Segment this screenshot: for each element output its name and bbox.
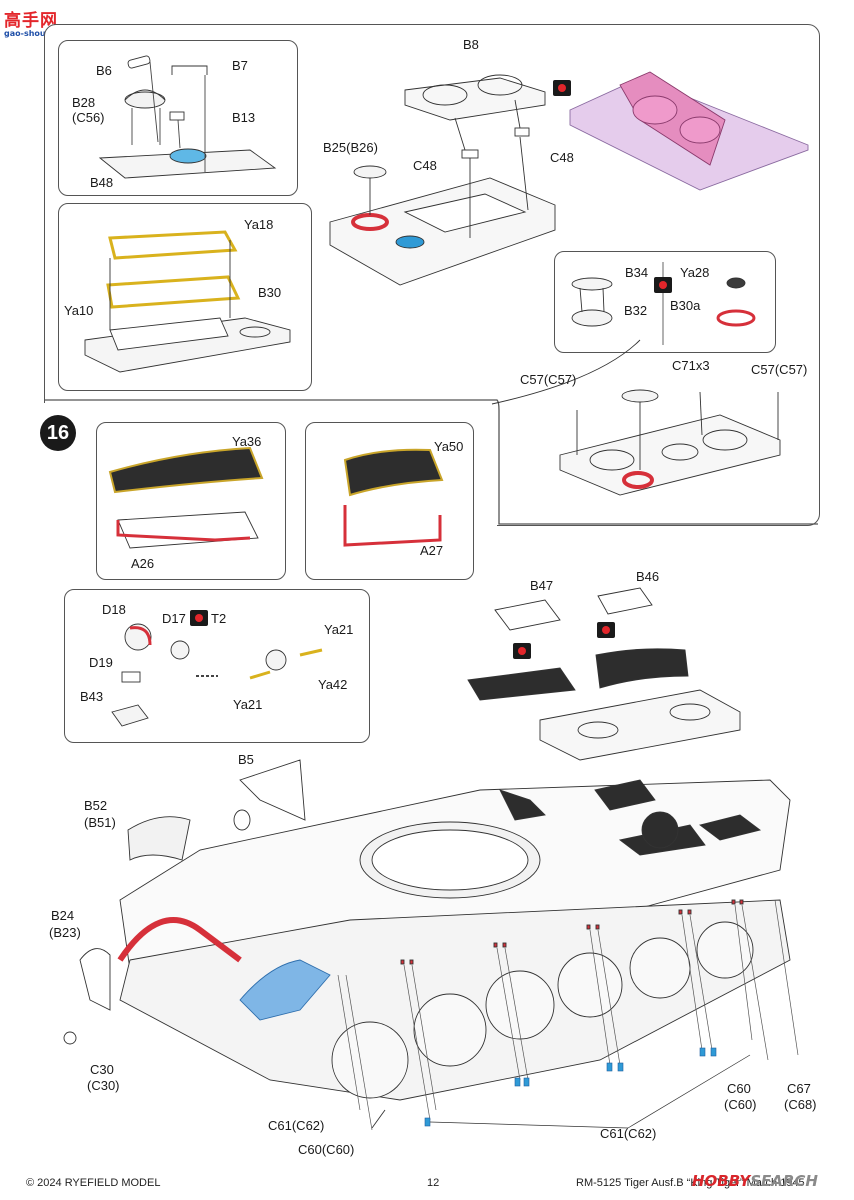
label-b32: B32: [624, 303, 648, 318]
label-b30a: B30a: [670, 298, 701, 313]
tank-hull: [63, 759, 791, 1101]
vent-deck: [491, 339, 781, 496]
label-b30: B30: [258, 285, 282, 300]
label-d19: D19: [89, 655, 113, 670]
mesh-ya50: [343, 448, 444, 547]
label-b34: B34: [625, 265, 649, 280]
label-t2: T2: [211, 611, 227, 626]
footer-copyright: © 2024 RYEFIELD MODEL: [26, 1177, 161, 1189]
hobbysearch-brand-2: SEARCH: [750, 1172, 818, 1190]
label-c68: (C68): [784, 1097, 817, 1112]
engine-deck: [329, 74, 556, 286]
watermark-logo: 高手网 gao-shou.com: [4, 6, 67, 38]
label-b28: B28: [72, 95, 96, 110]
label-ya10: Ya10: [64, 303, 94, 318]
panel-vent-b34: [554, 251, 776, 353]
label-c60b: C60: [727, 1081, 751, 1096]
label-ya21a: Ya21: [324, 622, 354, 637]
pink-preview-part: [569, 71, 809, 191]
label-b52: B52: [84, 798, 108, 813]
label-c60a: C60(C60): [298, 1142, 355, 1157]
watermark-url: gao-shou.com: [4, 29, 68, 38]
label-b25: B25(B26): [323, 140, 378, 155]
panel-light-d18: [64, 589, 370, 743]
label-c61b: C61(C62): [600, 1126, 657, 1141]
mesh-ya36: [108, 446, 264, 549]
label-ya36: Ya36: [232, 434, 262, 449]
panel-mesh-ya36: [96, 422, 286, 580]
hobbysearch-brand-1: HOBBY: [692, 1172, 751, 1190]
clamp-parts: [424, 1047, 717, 1127]
label-ya50: Ya50: [434, 439, 464, 454]
step-number-badge: 16: [40, 415, 76, 451]
watermark-title: 高手网: [4, 11, 58, 31]
panel-mesh-ya50: [305, 422, 474, 580]
label-c57b: C57(C57): [751, 362, 808, 377]
grill-ya18: [84, 230, 291, 373]
label-ya18: Ya18: [244, 217, 274, 232]
direction-icon: [513, 643, 531, 659]
label-c48a: C48: [413, 158, 437, 173]
label-c71: C71x3: [672, 358, 710, 373]
label-a26: A26: [131, 556, 155, 571]
label-d17: D17: [162, 611, 186, 626]
headlight-parts: [111, 623, 323, 727]
label-c30: C30: [90, 1062, 114, 1077]
label-b5: B5: [238, 752, 254, 767]
footer-product: RM-5125 Tiger Ausf.B “King Tiger” March …: [576, 1177, 805, 1189]
label-b7: B7: [232, 58, 248, 73]
label-d18: D18: [102, 602, 126, 617]
label-b6: B6: [96, 63, 112, 78]
label-b43: B43: [80, 689, 104, 704]
label-c67: C67: [787, 1081, 811, 1096]
label-b46: B46: [636, 569, 660, 584]
label-b8: B8: [463, 37, 479, 52]
label-a27: A27: [420, 543, 444, 558]
label-b23: (B23): [49, 925, 81, 940]
label-b13: B13: [232, 110, 256, 125]
deck-mesh-panels: [467, 587, 741, 761]
reverse-side-icon: [190, 610, 208, 626]
footer-page-number: 12: [427, 1177, 440, 1189]
hobbysearch-watermark: HOBBYSEARCH: [692, 1172, 818, 1190]
label-b47: B47: [530, 578, 554, 593]
reverse-side-icon: [654, 277, 672, 293]
reverse-side-icon: [553, 80, 571, 96]
label-c60c: (C60): [724, 1097, 757, 1112]
label-c56: (C56): [72, 110, 105, 125]
label-c30b: (C30): [87, 1078, 120, 1093]
direction-icon: [597, 622, 615, 638]
label-b24: B24: [51, 908, 75, 923]
label-c57a: C57(C57): [520, 372, 577, 387]
vent-parts: [571, 262, 756, 345]
mount-holes: [400, 899, 744, 965]
label-b48: B48: [90, 175, 114, 190]
label-b51: (B51): [84, 815, 116, 830]
label-c48b: C48: [550, 150, 574, 165]
hatch-plate-b48: [98, 55, 277, 179]
label-ya28: Ya28: [680, 265, 710, 280]
label-ya21b: Ya21: [233, 697, 263, 712]
label-ya42: Ya42: [318, 677, 348, 692]
label-c61a: C61(C62): [268, 1118, 325, 1133]
